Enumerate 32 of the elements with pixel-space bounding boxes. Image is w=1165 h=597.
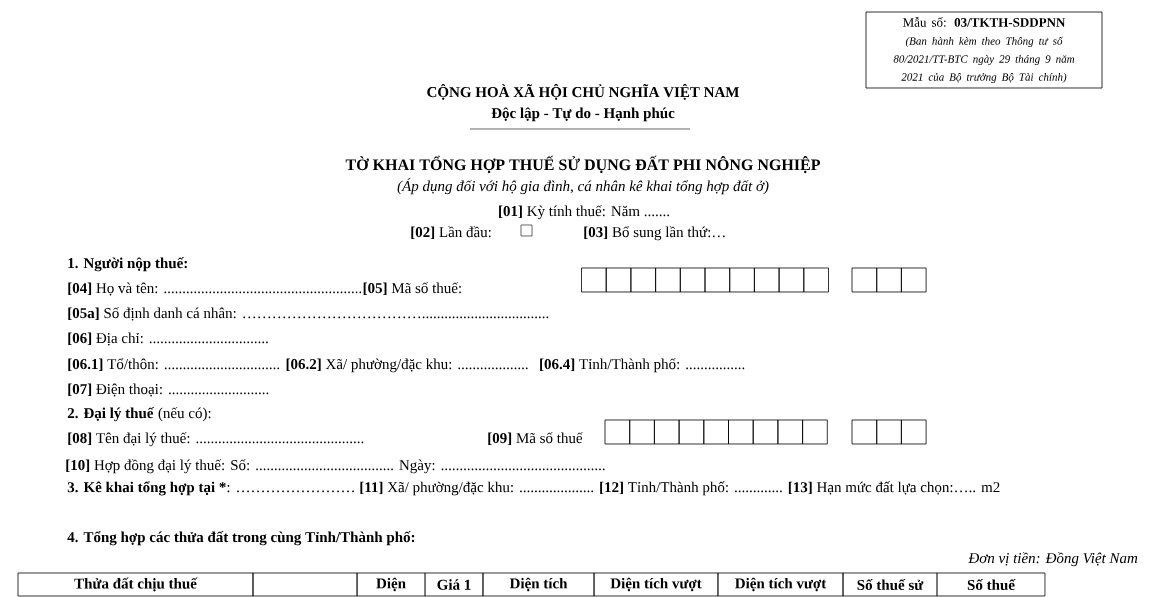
table-header-cell: Giá 1 — [424, 572, 484, 597]
table-header-cell: Diện — [356, 572, 426, 597]
currency-note: Đơn vị tiền: Đồng Việt Nam — [968, 552, 1138, 567]
heading-text: CỘNG HOÀ XÃ HỘI CHỦ NGHĨA VIỆT NAM — [427, 84, 739, 100]
form-line: [01] Kỳ tính thuế: Năm ....... — [499, 205, 670, 220]
form-line: [08] Tên đại lý thuế: ............................................. — [68, 432, 364, 447]
table-header-cell: Số thuế — [936, 572, 1046, 597]
form-number-box: Mẫu số: 03/TKTH-SDDPNN (Ban hành kèm theo Thông tư số 80/2021/TT-BTC ngày 29 tháng 9 năm 2021 của Bộ trưởng Bộ Tài chính) — [865, 11, 1103, 89]
subtitle-text: (Áp dụng đối với hộ gia đình, cá nhân kê khai tổng hợp đất ở) — [397, 178, 769, 195]
section-heading: 4. Tổng hợp các thửa đất trong cùng Tỉnh/Thành phố: — [67, 531, 415, 546]
table-header-cell: Thửa đất chịu thuế — [17, 572, 254, 597]
table-header-cell: Số thuế sử — [842, 572, 938, 597]
section-heading: 1. Người nộp thuế: — [68, 257, 187, 272]
table-header-cell: Diện tích vượt — [717, 572, 844, 597]
section-heading: 2. Đại lý thuế (nếu có): — [67, 407, 211, 422]
form-line: [06.2] Xã/ phường/đặc khu: ................... — [286, 358, 528, 373]
form-title: TỜ KHAI TỔNG HỢP THUẾ SỬ DỤNG ĐẤT PHI NÔNG NGHIỆP — [345, 155, 821, 174]
table-header-cell: Diện tích vượt — [593, 572, 719, 597]
table-header-cell: Diện tích — [482, 572, 595, 597]
form-line: [07] Điện thoại: ........................... — [68, 383, 269, 397]
form-line: [06] Địa chỉ: ................................ — [68, 332, 268, 346]
motto-text: Độc lập - Tự do - Hạnh phúc — [491, 107, 675, 122]
form-line: [05] Mã số thuế: — [363, 282, 461, 295]
form-line: [09] Mã số thuế — [488, 432, 583, 445]
form-line: [04] Họ và tên: ..................................................... — [68, 282, 362, 296]
form-line: [06.4] Tỉnh/Thành phố: ................ — [540, 358, 745, 373]
form-line: [06.1] Tổ/thôn: ............................... — [68, 358, 280, 371]
form-line: [10] Hợp đồng đại lý thuế: Số: ..................................... Ngày: ............................................ — [66, 459, 605, 474]
form-line: [05a] Số định danh cá nhân: ……………………………….................................. — [68, 307, 549, 321]
form-line: 3. Kê khai tổng hợp tại *: …………………… [11] Xã/ phường/đặc khu: .................... [12] Tỉnh/Thành phố: ............. [13] Hạn mức đất lựa chọn:….. m2 — [67, 481, 1000, 496]
form-line: [03] Bổ sung lần thứ:… — [584, 226, 725, 241]
form-line: [02] Lần đầu: — [411, 226, 491, 239]
